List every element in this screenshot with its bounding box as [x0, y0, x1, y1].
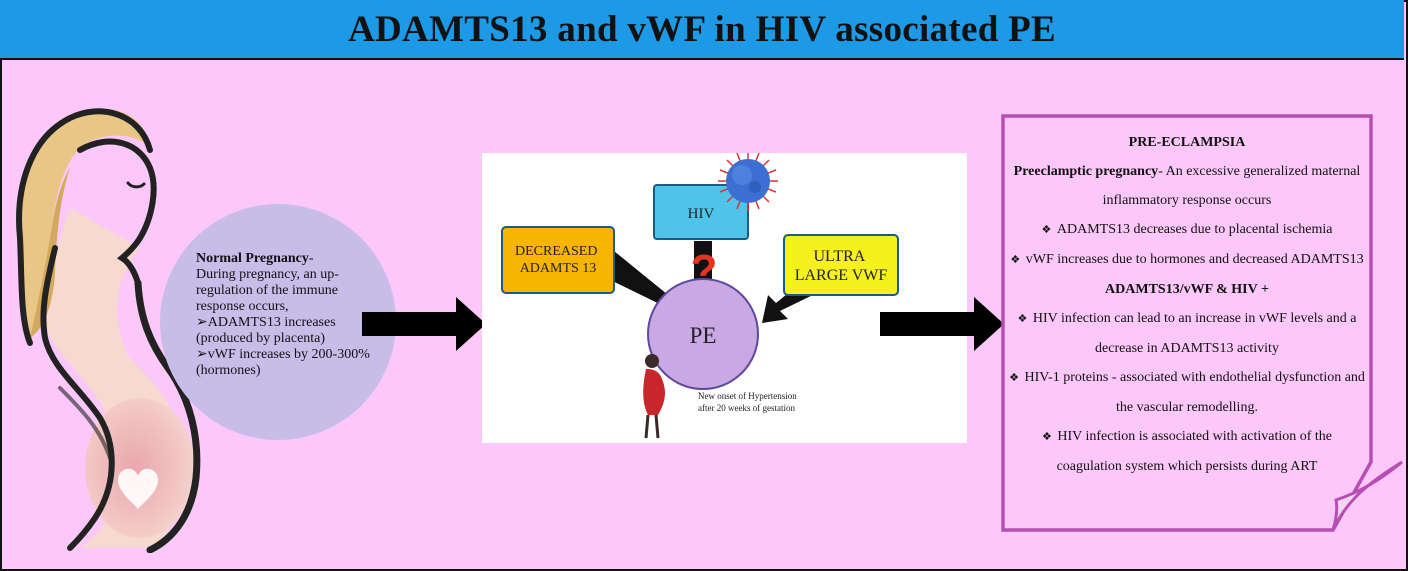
pe-circle-label: PE	[690, 323, 717, 348]
hypertension-caption: New onset of Hypertension after 20 weeks…	[698, 391, 799, 413]
pe-bullet-1: ADAMTS13 decreases due to placental isch…	[1008, 215, 1366, 245]
heart-icon	[118, 468, 158, 510]
title-bar: ADAMTS13 and vWF in HIV associated PE	[0, 0, 1404, 60]
decreased-adamts13-box	[501, 226, 615, 294]
ultra-large-vwf-label: ULTRA LARGE VWF	[795, 248, 888, 284]
normal-pregnancy-heading: Normal Pregnancy	[196, 251, 309, 266]
normal-pregnancy-heading-dash: -	[308, 251, 314, 266]
pregnant-woman-figure-icon	[643, 354, 665, 439]
normal-pregnancy-point-1: ➢ADAMTS13 increases (produced by placent…	[196, 315, 336, 346]
pathogenesis-panel: ? DECREASED ADAMTS 13 HIV ULTRA LARGE VW…	[482, 151, 967, 443]
hiv-box	[653, 184, 749, 240]
preeclamptic-pregnancy-paragraph: Preeclamptic pregnancy- An excessive gen…	[1013, 164, 1361, 208]
normal-pregnancy-point-2: ➢vWF increases by 200-300% (hormones)	[196, 347, 370, 378]
right-arrow-icon	[880, 297, 1004, 351]
pre-eclampsia-text: PRE-ECLAMPSIA Preeclamptic pregnancy- An…	[1008, 128, 1366, 481]
hiv-bullet-1: HIV infection can lead to an increase in…	[1008, 304, 1366, 363]
decreased-adamts13-label: DECREASED ADAMTS 13	[515, 244, 601, 276]
virus-icon	[718, 151, 778, 211]
normal-pregnancy-text: Normal Pregnancy- During pregnancy, an u…	[196, 251, 371, 379]
hiv-bullet-3: HIV infection is associated with activat…	[1008, 422, 1366, 481]
page-title: ADAMTS13 and vWF in HIV associated PE	[347, 8, 1056, 50]
pathogenesis-graphic: ? DECREASED ADAMTS 13 HIV ULTRA LARGE VW…	[501, 151, 899, 439]
right-arrow-icon	[362, 297, 486, 351]
pregnant-woman-illustration	[16, 108, 201, 553]
hiv-bullet-2: HIV-1 proteins - associated with endothe…	[1008, 363, 1366, 422]
ultra-large-vwf-box	[783, 234, 899, 296]
hiv-box-label: HIV	[688, 206, 715, 222]
normal-pregnancy-circle	[160, 204, 396, 440]
adamts13-vwf-hiv-heading: ADAMTS13/vWF & HIV +	[1105, 282, 1269, 297]
pre-eclampsia-heading: PRE-ECLAMPSIA	[1128, 135, 1246, 150]
pe-bullet-2: vWF increases due to hormones and decrea…	[1008, 245, 1366, 275]
normal-pregnancy-intro: During pregnancy, an up-regulation of th…	[196, 267, 339, 314]
pe-circle	[647, 278, 759, 390]
